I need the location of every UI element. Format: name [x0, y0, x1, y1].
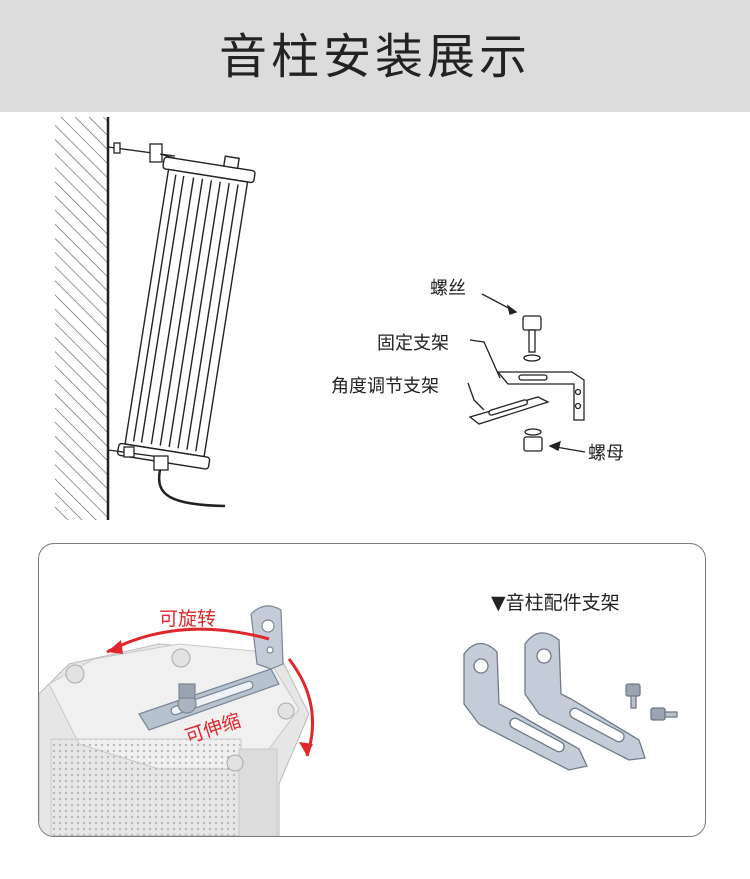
fixed-bracket-part	[496, 371, 585, 421]
nut-part	[523, 436, 543, 452]
accessory-brackets	[463, 632, 678, 771]
screw-head	[522, 315, 542, 331]
label-screw: 螺丝	[430, 278, 466, 299]
page-title: 音柱安装展示	[218, 29, 531, 85]
rotate-arrow	[106, 627, 270, 654]
accessories-title: ▼音柱配件支架	[491, 592, 620, 614]
exploded-bracket-diagram	[467, 293, 586, 453]
wall-mount-illustration	[55, 117, 256, 520]
label-angle-bracket: 角度调节支架	[331, 376, 439, 397]
speaker-grille	[50, 738, 242, 836]
accessory-panel: 可旋转 可伸缩 ▼音柱配件支架	[38, 543, 706, 837]
label-nut: 螺母	[588, 443, 624, 464]
title-bar: 音柱安装展示	[0, 0, 750, 112]
speaker-top-photo	[39, 605, 314, 836]
label-fixed-bracket: 固定支架	[377, 333, 449, 354]
wall-hatch	[55, 117, 107, 520]
accessory-screws	[625, 683, 678, 721]
label-rotatable: 可旋转	[159, 608, 217, 630]
mounted-bracket	[138, 605, 284, 731]
speaker-column-drawing	[116, 155, 256, 470]
bottom-mount-bracket	[107, 446, 226, 508]
